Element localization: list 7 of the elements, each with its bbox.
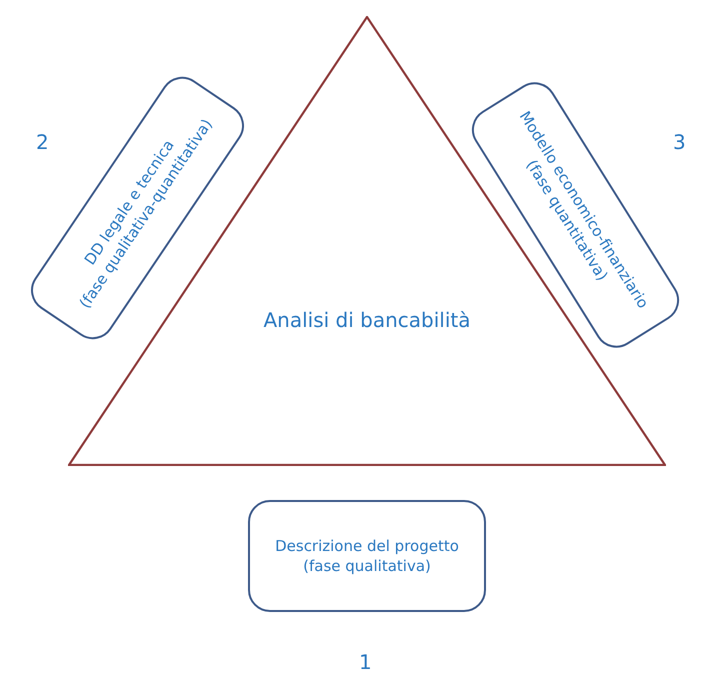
step-number: 1 — [359, 650, 372, 674]
step-number: 2 — [36, 130, 49, 154]
rounded-box — [248, 500, 486, 612]
center-label: Analisi di bancabilità — [262, 308, 472, 332]
box-text: (fase qualitativa) — [303, 556, 431, 576]
step-number: 3 — [673, 130, 686, 154]
box-text: Descrizione del progetto — [275, 536, 459, 556]
